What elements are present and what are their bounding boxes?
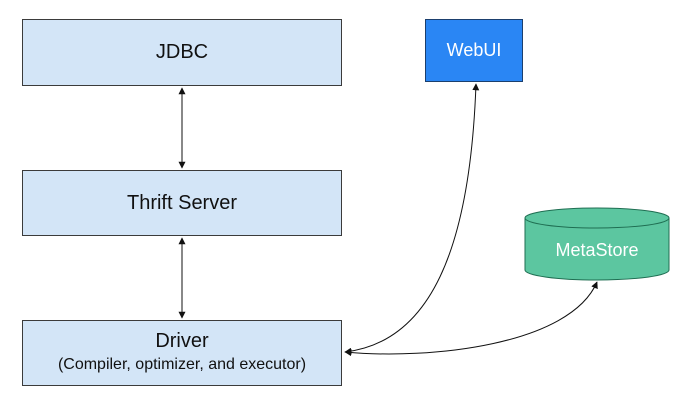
jdbc-box: JDBC — [22, 19, 342, 86]
thrift-server-box: Thrift Server — [22, 170, 342, 236]
webui-box: WebUI — [425, 19, 523, 82]
jdbc-label: JDBC — [155, 41, 209, 63]
driver-box: Driver (Compiler, optimizer, and executo… — [22, 320, 342, 386]
driver-sublabel: (Compiler, optimizer, and executor) — [57, 356, 307, 373]
edge-driver-webui — [344, 83, 480, 355]
webui-label: WebUI — [446, 40, 502, 60]
driver-label: Driver — [155, 330, 209, 352]
edge-driver-metastore — [344, 281, 598, 357]
metastore-label: MetaStore — [555, 239, 639, 260]
thrift-server-label: Thrift Server — [126, 191, 238, 214]
metastore-cylinder — [524, 207, 670, 281]
